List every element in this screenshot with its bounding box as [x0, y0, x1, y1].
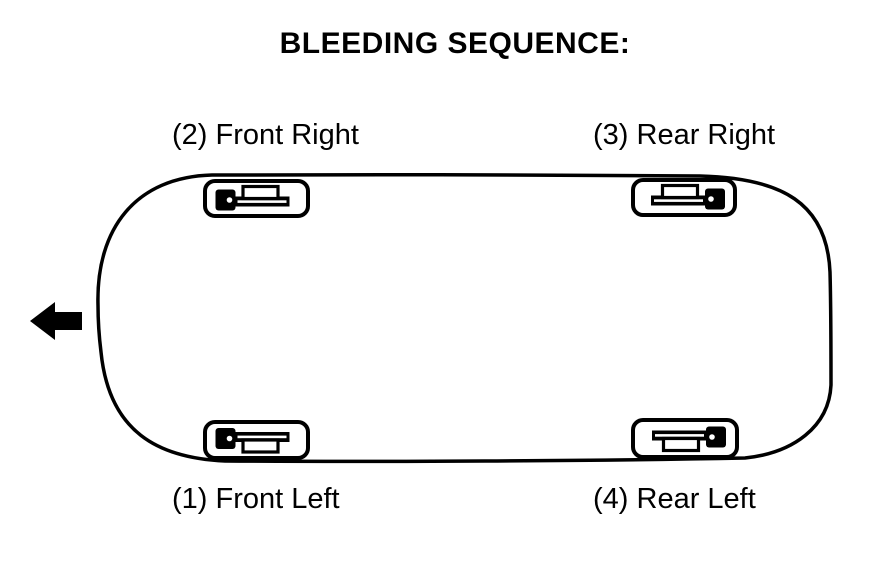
page-title: BLEEDING SEQUENCE:: [279, 27, 631, 60]
label-front-right: (2) Front Right: [172, 119, 359, 151]
label-front-left: (1) Front Left: [172, 483, 340, 515]
label-rear-right: (3) Rear Right: [593, 119, 776, 151]
car-body-outline: [96, 172, 833, 464]
front-direction-arrow-icon: [30, 302, 82, 340]
label-rear-left: (4) Rear Left: [593, 483, 756, 515]
